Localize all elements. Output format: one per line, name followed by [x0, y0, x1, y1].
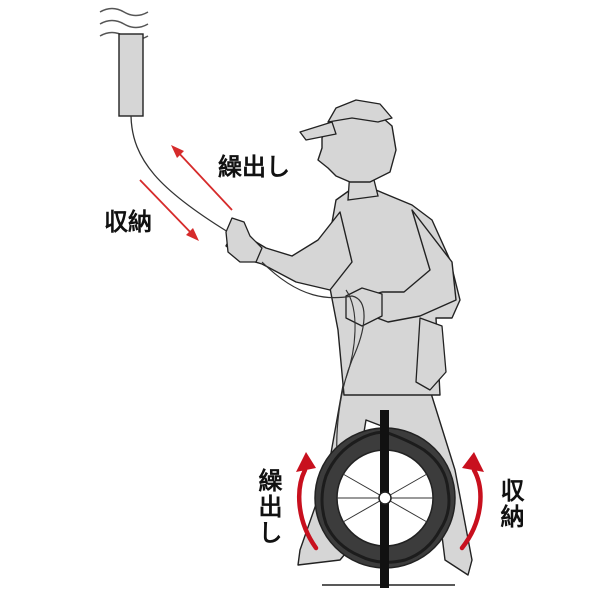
feed-out-label-top: 繰出し: [218, 153, 290, 181]
feed-out-arrow-reel: [296, 452, 319, 551]
feed-out-label-reel: 繰出し: [254, 468, 282, 546]
retract-arrow-top: [139, 179, 199, 241]
hanging-pipe-icon: [99, 7, 149, 117]
feed-out-arrow-top: [171, 145, 233, 211]
retract-label-top: 収納: [104, 208, 152, 236]
cable-slack: [261, 261, 365, 471]
retract-arrow-reel: [459, 452, 484, 551]
cable-line: [130, 115, 229, 233]
worker-silhouette-icon: [225, 99, 473, 576]
cable-reel-icon: [314, 410, 456, 588]
retract-label-reel: 収納: [496, 478, 524, 530]
